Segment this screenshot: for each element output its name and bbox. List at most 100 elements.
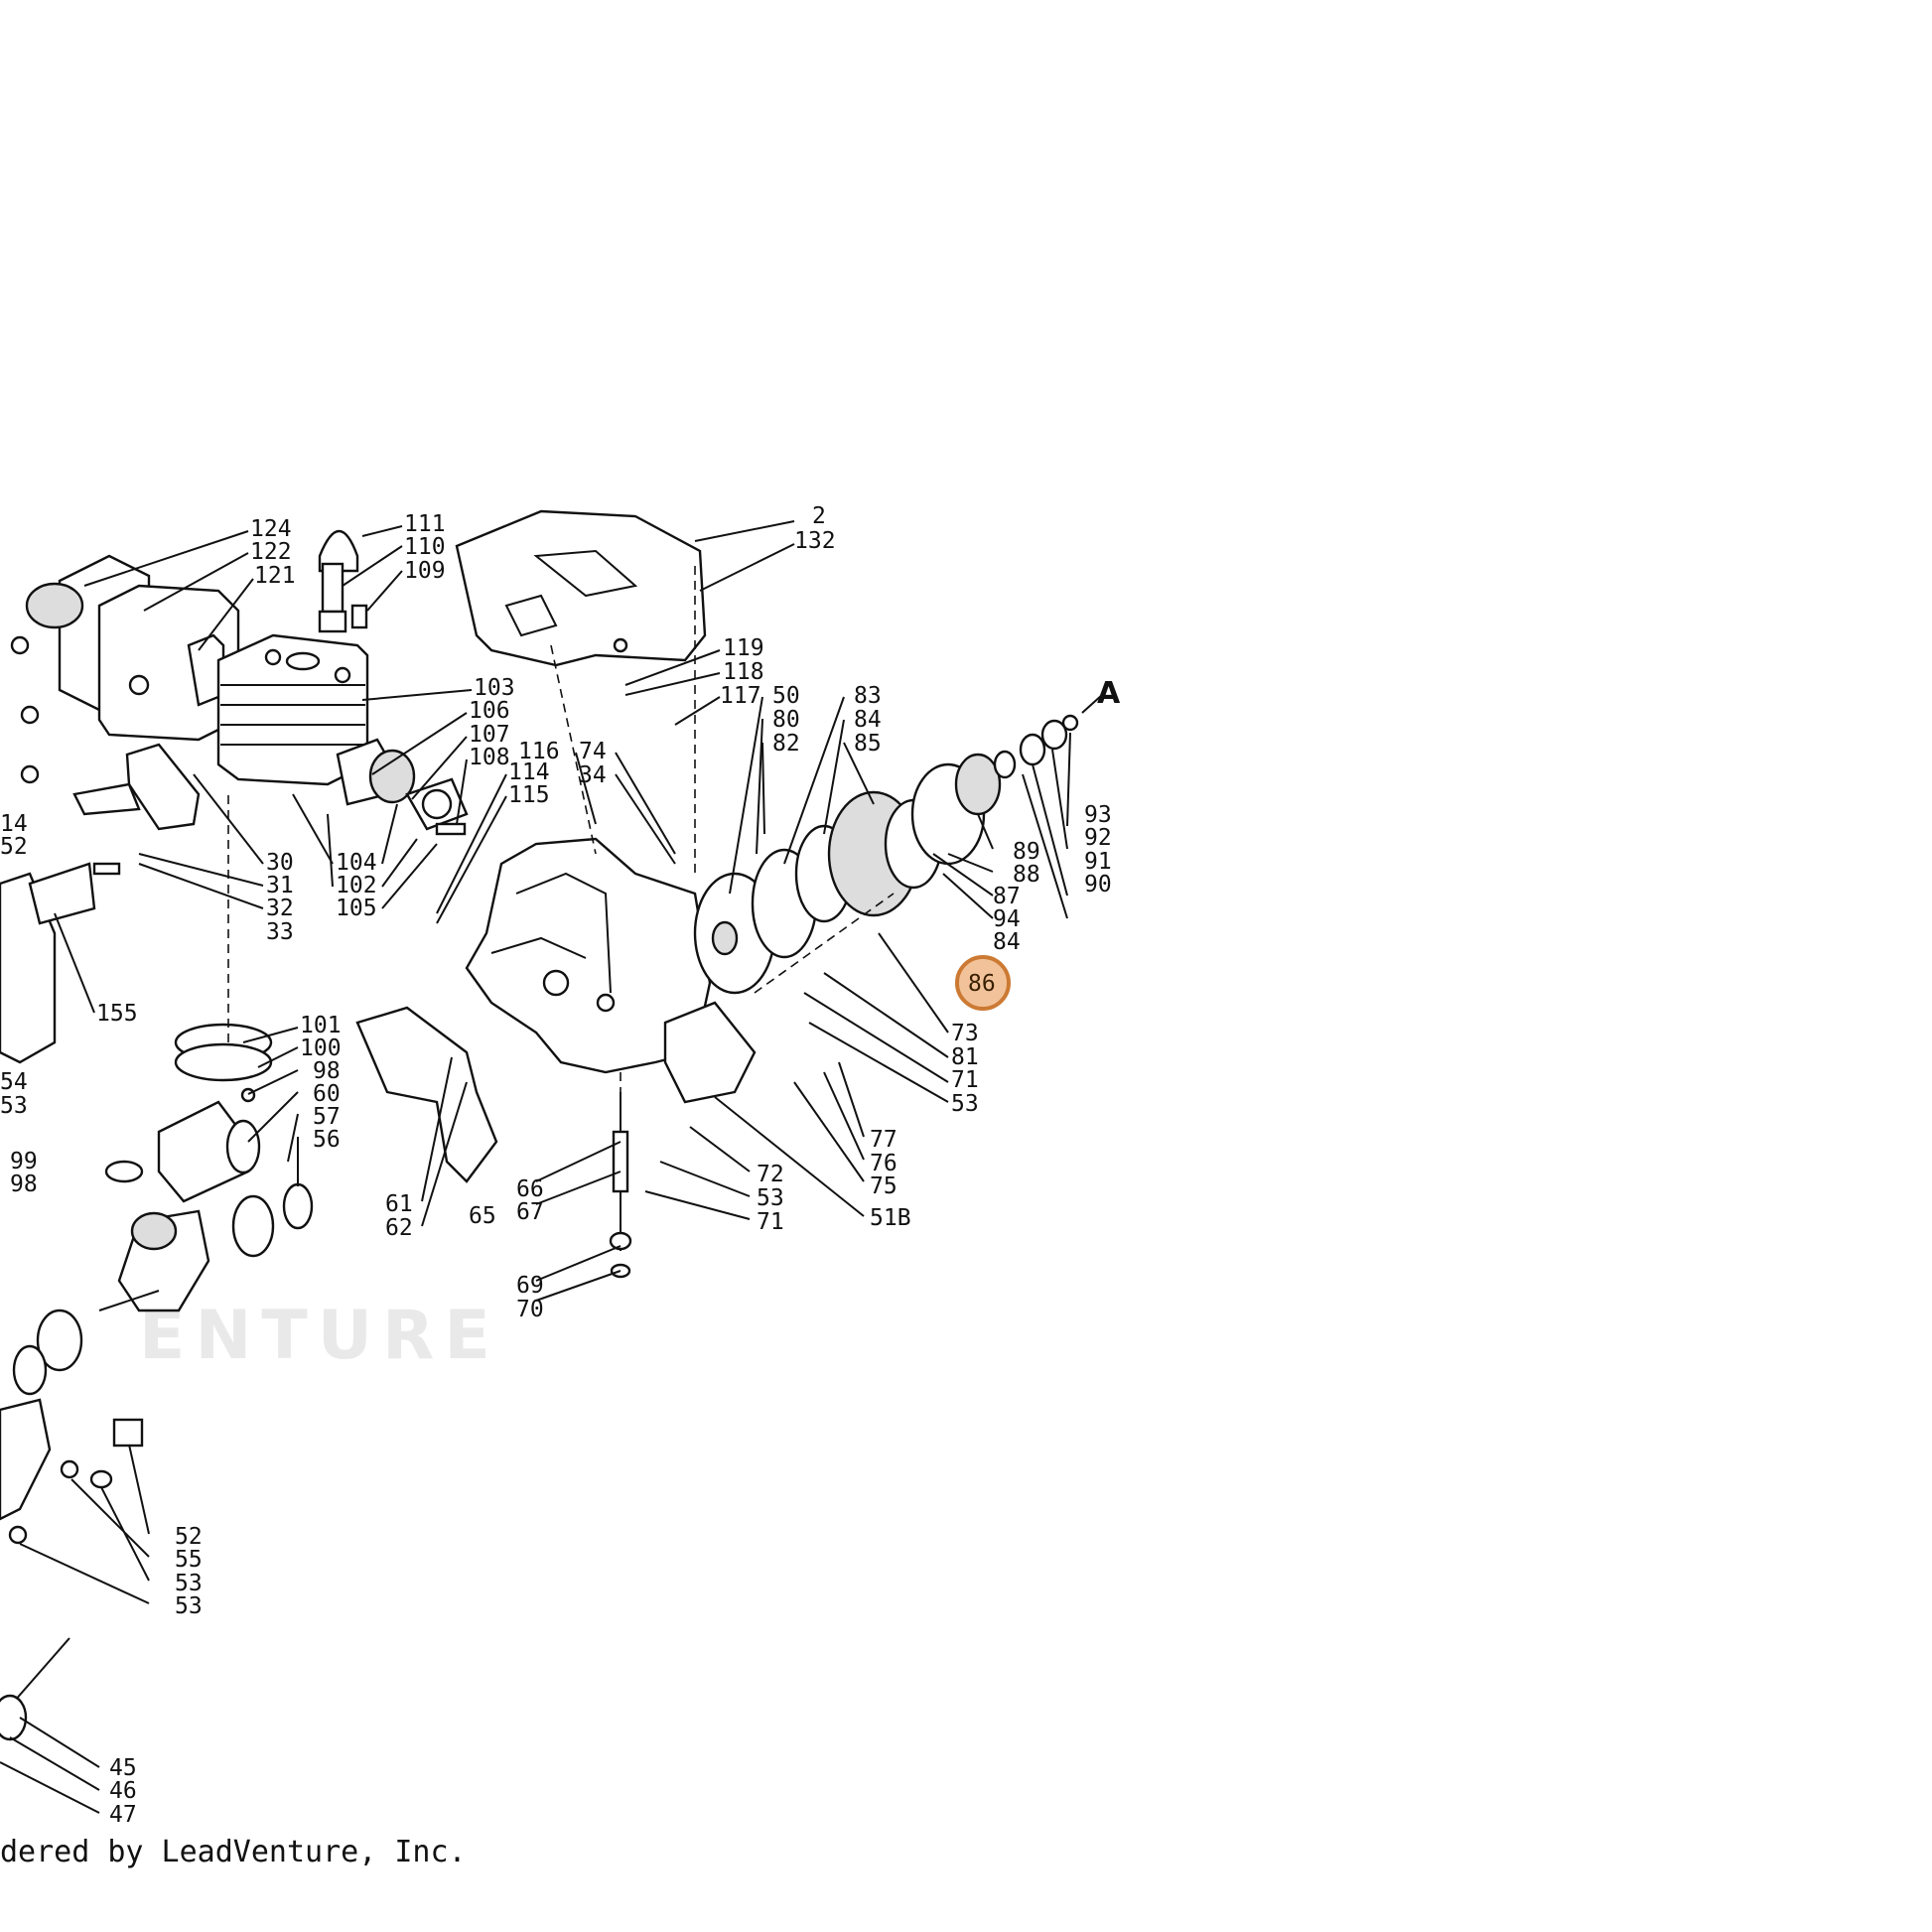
label-93: 93 [1084, 802, 1112, 828]
top-cover [455, 509, 707, 667]
highlighted-part-86-label: 86 [968, 971, 996, 997]
label-45: 45 [109, 1755, 137, 1781]
label-53-e: 53 [175, 1593, 203, 1619]
label-98: 98 [313, 1058, 341, 1084]
label-119: 119 [723, 635, 764, 661]
crankcase [355, 837, 712, 1183]
label-117: 117 [720, 683, 761, 709]
highlighted-part-86[interactable]: 86 [955, 955, 1011, 1011]
label-84: 84 [854, 707, 882, 733]
label-110: 110 [404, 534, 446, 560]
label-74: 74 [579, 739, 607, 764]
label-69: 69 [516, 1273, 544, 1299]
label-109: 109 [404, 558, 446, 584]
bracket [663, 1001, 757, 1104]
clutch-assembly [693, 714, 1079, 995]
label-155: 155 [96, 1001, 138, 1027]
label-46: 46 [109, 1778, 137, 1804]
label-116: 116 [518, 739, 560, 764]
label-101: 101 [300, 1013, 342, 1038]
label-80: 80 [772, 707, 800, 733]
label-106: 106 [469, 698, 510, 724]
label-47: 47 [109, 1802, 137, 1828]
label-53-b: 53 [757, 1185, 784, 1211]
ignition-module [72, 743, 201, 876]
watermark: ENTURE [139, 1297, 500, 1375]
label-107: 107 [469, 722, 510, 748]
label-82: 82 [772, 731, 800, 757]
label-55: 55 [175, 1547, 203, 1573]
label-81: 81 [951, 1044, 979, 1070]
label-105: 105 [336, 896, 377, 921]
label-94: 94 [993, 906, 1021, 932]
label-61: 61 [385, 1191, 413, 1217]
label-31: 31 [266, 873, 294, 898]
label-71-b: 71 [951, 1067, 979, 1093]
label-115: 115 [508, 782, 550, 808]
lower-left-parts [0, 1398, 144, 1741]
fuel-tank-left [0, 862, 96, 1064]
label-14: 14 [0, 811, 28, 837]
intake-parts [336, 604, 469, 836]
label-91: 91 [1084, 849, 1112, 875]
label-84-b: 84 [993, 929, 1021, 955]
label-34: 34 [579, 762, 607, 788]
label-56: 56 [313, 1127, 341, 1153]
part-labels: 124 122 121 111 110 109 2 132 119 118 11… [0, 503, 1121, 1828]
label-89: 89 [1013, 839, 1040, 865]
label-76: 76 [870, 1151, 897, 1176]
label-99: 99 [10, 1149, 38, 1174]
label-52-b: 52 [175, 1524, 203, 1550]
muffler-assembly [10, 554, 240, 784]
label-53-d: 53 [175, 1571, 203, 1596]
callout-a: A [1097, 676, 1121, 711]
label-77: 77 [870, 1127, 897, 1153]
label-121: 121 [254, 563, 296, 589]
label-2: 2 [812, 503, 826, 529]
leader-lines [0, 520, 1103, 1814]
cylinder [216, 633, 369, 786]
label-66: 66 [516, 1176, 544, 1202]
crankshaft [12, 1182, 314, 1396]
spark-plug [318, 529, 359, 633]
label-132: 132 [794, 528, 836, 554]
label-111: 111 [404, 511, 446, 537]
label-65: 65 [469, 1203, 496, 1229]
label-67: 67 [516, 1199, 544, 1225]
label-87: 87 [993, 884, 1021, 909]
label-60: 60 [313, 1081, 341, 1107]
label-103: 103 [474, 675, 515, 701]
label-70: 70 [516, 1297, 544, 1322]
label-122: 122 [250, 539, 292, 565]
label-71: 71 [757, 1209, 784, 1235]
label-62: 62 [385, 1215, 413, 1241]
footer-credit: dered by LeadVenture, Inc. [0, 1835, 467, 1869]
label-72: 72 [757, 1162, 784, 1187]
label-92: 92 [1084, 825, 1112, 851]
label-88: 88 [1013, 862, 1040, 888]
label-32: 32 [266, 896, 294, 921]
label-52: 52 [0, 834, 28, 860]
label-98-b: 98 [10, 1172, 38, 1197]
label-73: 73 [951, 1021, 979, 1046]
label-85: 85 [854, 731, 882, 757]
label-53: 53 [0, 1093, 28, 1119]
label-114: 114 [508, 759, 550, 785]
piston-group [104, 1023, 273, 1203]
label-53-c: 53 [951, 1091, 979, 1117]
label-75: 75 [870, 1173, 897, 1199]
label-33: 33 [266, 919, 294, 945]
label-83: 83 [854, 683, 882, 709]
label-124: 124 [250, 516, 292, 542]
label-100: 100 [300, 1035, 342, 1061]
label-54: 54 [0, 1069, 28, 1095]
label-118: 118 [723, 659, 764, 685]
label-104: 104 [336, 850, 377, 876]
label-57: 57 [313, 1104, 341, 1130]
label-50: 50 [772, 683, 800, 709]
label-102: 102 [336, 873, 377, 898]
label-108: 108 [469, 745, 510, 770]
label-30: 30 [266, 850, 294, 876]
label-90: 90 [1084, 872, 1112, 897]
